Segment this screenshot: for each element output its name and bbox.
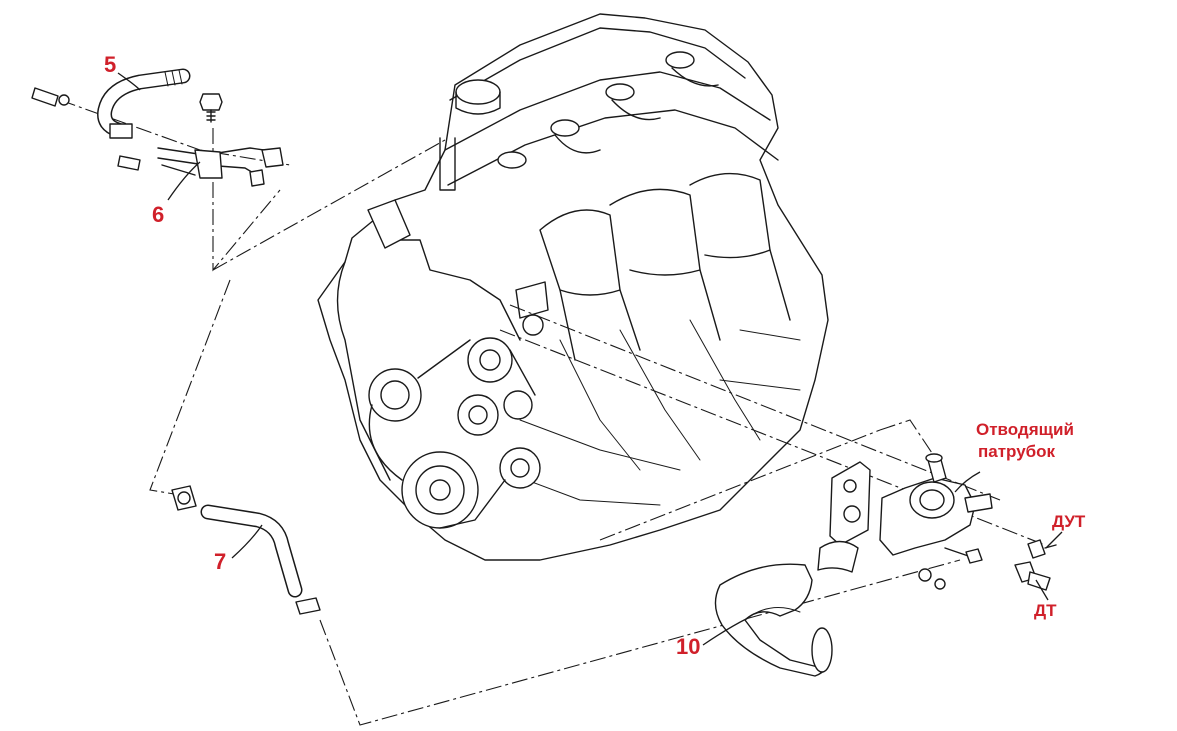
- callout-part-7: 7: [214, 549, 227, 574]
- callout-outlet-line2: патрубок: [978, 442, 1056, 461]
- leader-lines: [117, 72, 1063, 646]
- callout-outlet-pipe: Отводящий патрубок: [976, 419, 1074, 463]
- callout-part-5: 5: [104, 52, 117, 77]
- callout-dt-sensor: ДТ: [1034, 601, 1057, 620]
- part-7-hose: [171, 485, 321, 615]
- part-10-hose: [714, 563, 833, 677]
- callout-part-6: 6: [152, 202, 165, 227]
- engine-block: [317, 13, 829, 561]
- callout-outlet-line1: Отводящий: [976, 420, 1074, 439]
- outlet-pipe-assembly: [817, 453, 1057, 591]
- callout-part-10: 10: [676, 634, 701, 659]
- part-6-pipe-bracket: [117, 93, 284, 187]
- part-5-hose: [31, 68, 191, 139]
- callout-dut-sensor: ДУТ: [1052, 512, 1086, 531]
